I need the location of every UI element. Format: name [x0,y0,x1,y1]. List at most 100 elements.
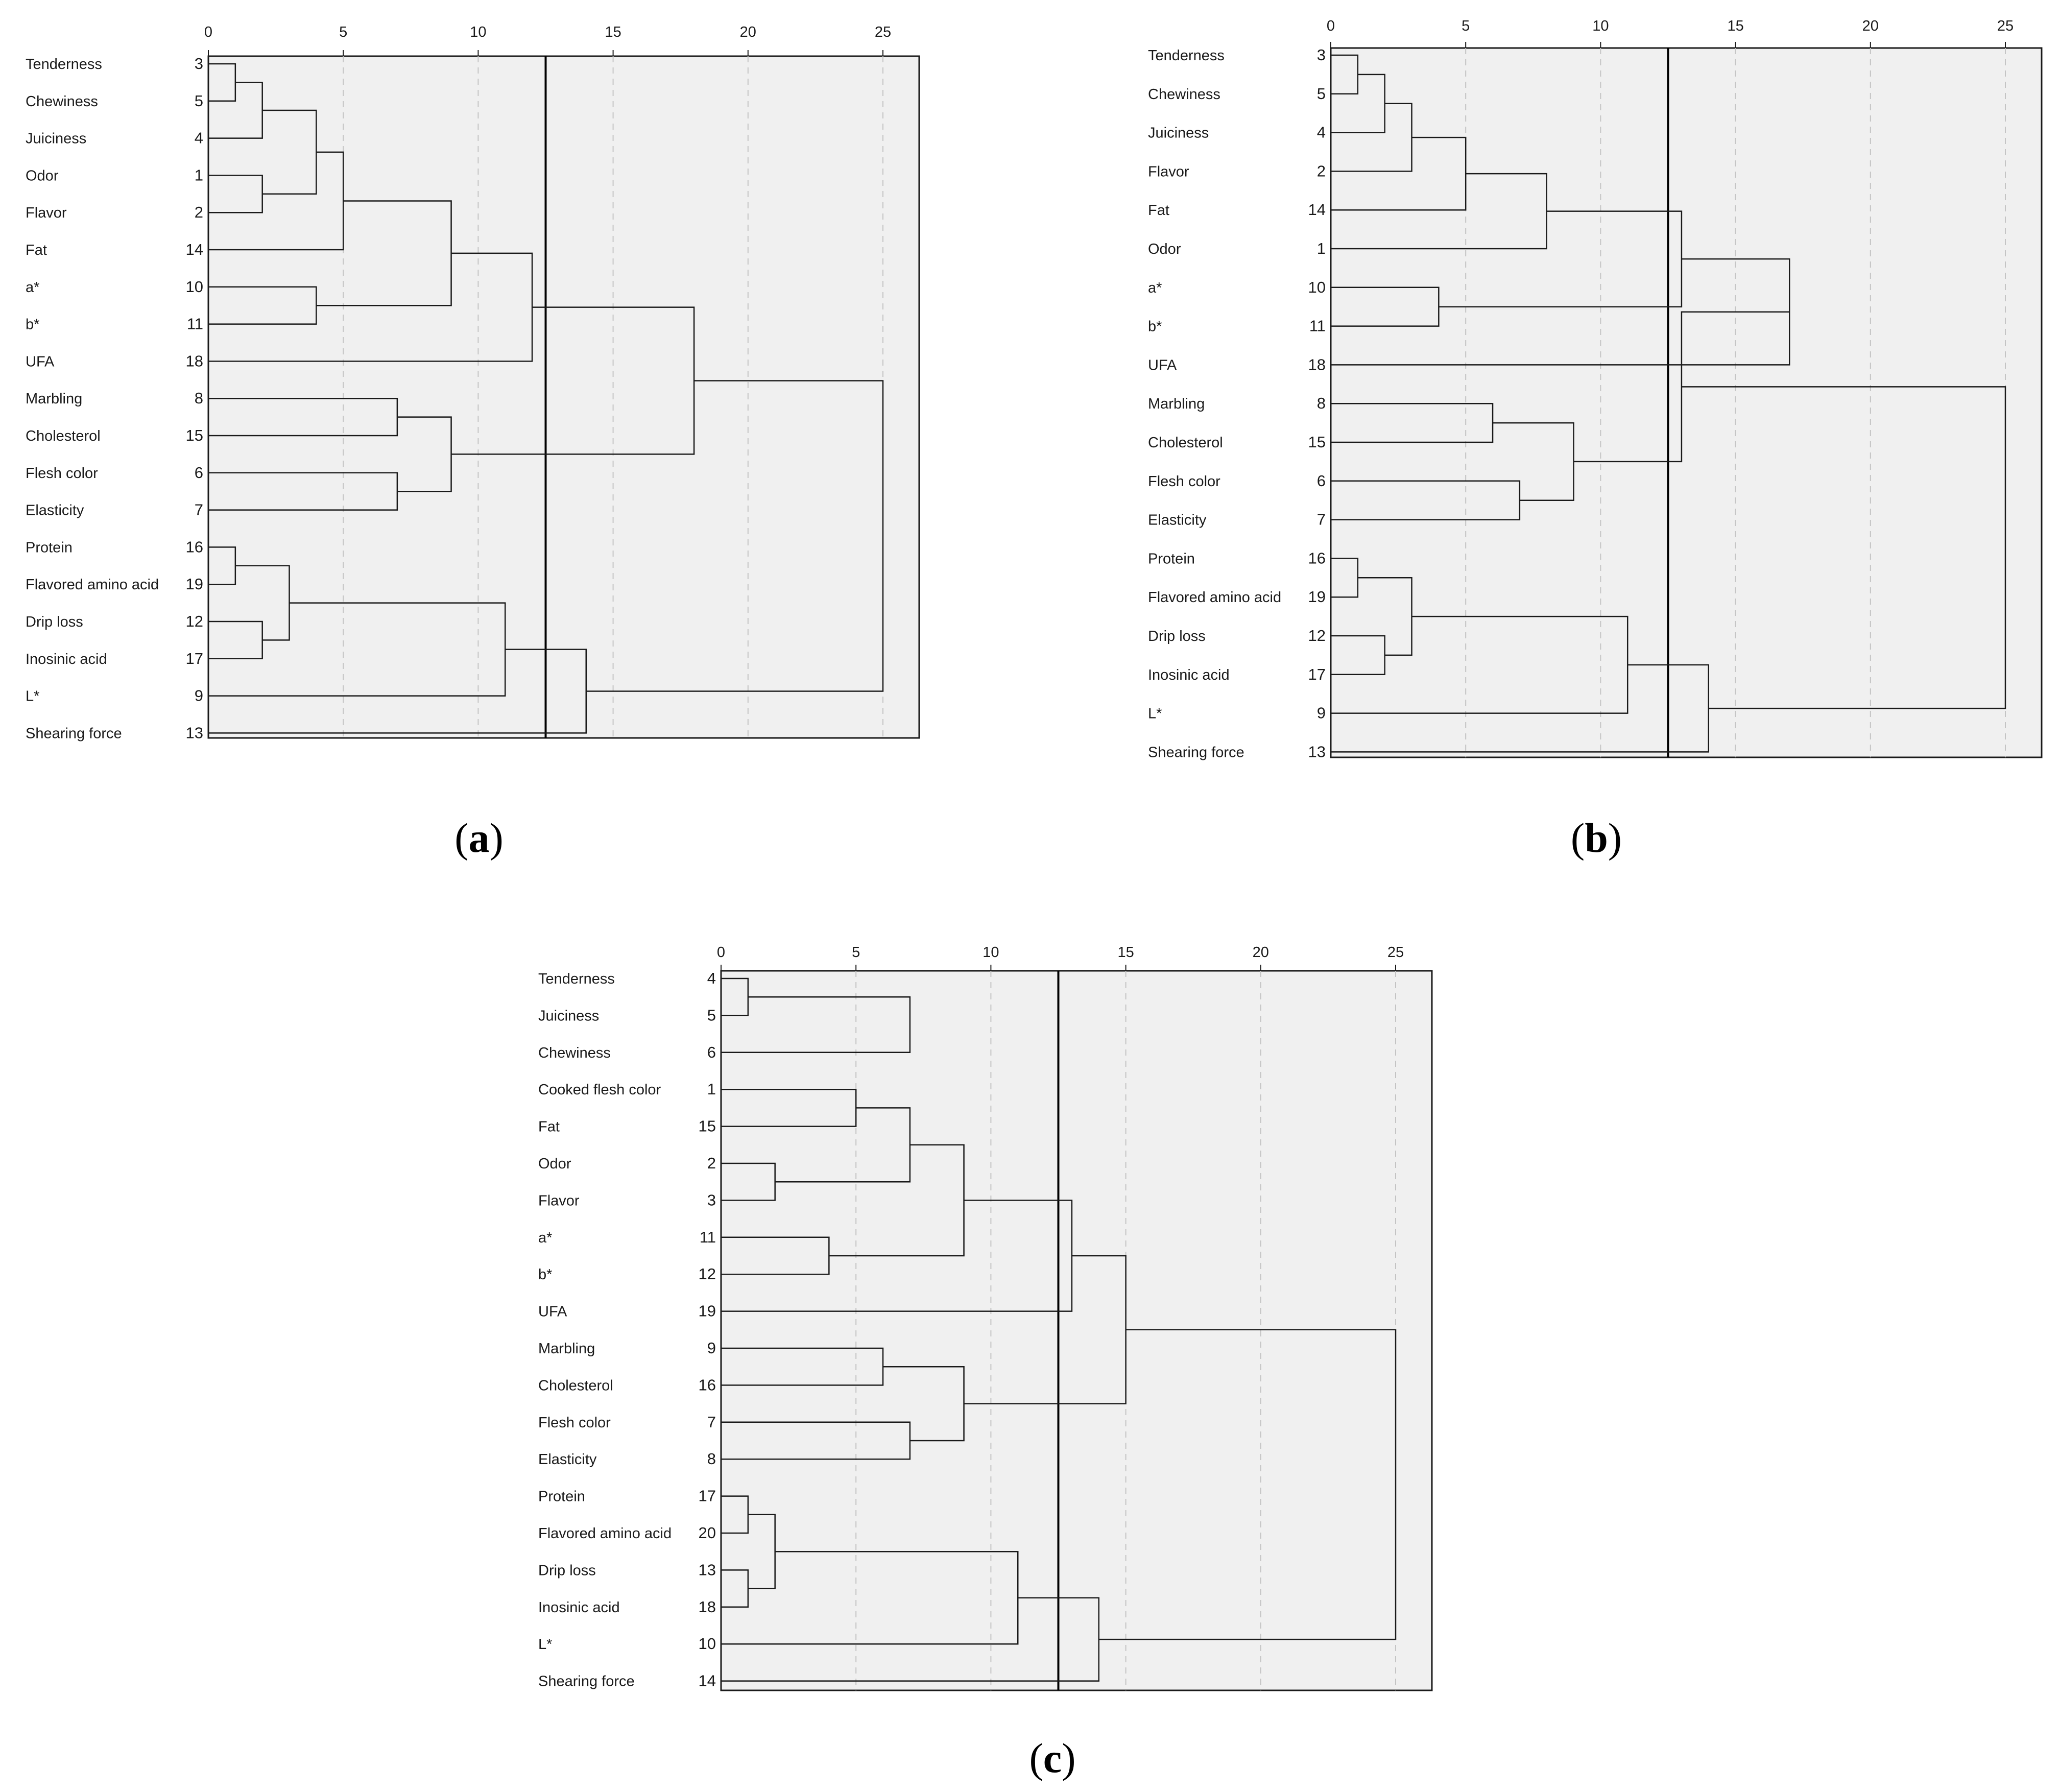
leaf-label: Juiciness [1148,125,1209,141]
leaf-label: L* [26,688,39,705]
leaf-id: 1 [195,166,203,184]
leaf-label: Fat [1148,202,1169,219]
leaf-label: Cooked flesh color [538,1082,661,1098]
leaf-label: b* [1148,319,1162,335]
leaf-id: 15 [1308,433,1326,451]
leaf-label: Fat [538,1119,560,1135]
dendrogram-link [721,996,911,1054]
x-tick-label: 20 [1253,944,1269,961]
leaf-id: 13 [699,1561,716,1579]
x-tick-label: 15 [605,24,621,40]
leaf-label: Chewiness [538,1045,611,1061]
leaf-label: Fat [26,242,47,258]
leaf-id: 19 [186,575,203,593]
leaf-id: 16 [186,538,203,556]
leaf-label: Protein [1148,551,1195,567]
leaf-label: b* [538,1267,552,1283]
leaf-id: 14 [186,241,203,258]
leaf-label: UFA [26,353,55,370]
leaf-id: 6 [1317,472,1326,490]
plot-frame [1330,47,2043,758]
leaf-label: Tenderness [26,56,102,73]
plot-frame [720,970,1433,1691]
leaf-id: 15 [186,426,203,444]
leaf-label: Flavored amino acid [1148,589,1281,606]
leaf-label: Protein [538,1489,585,1505]
leaf-id: 12 [186,612,203,630]
leaf-id: 18 [186,352,203,370]
leaf-id: 11 [1309,317,1326,335]
leaf-id: 1 [1317,240,1326,257]
leaf-label: Shearing force [1148,744,1244,760]
leaf-label: Tenderness [538,971,615,987]
leaf-id: 17 [186,650,203,667]
leaf-label: Inosinic acid [26,651,107,667]
leaf-label: Inosinic acid [538,1599,620,1616]
leaf-id: 5 [707,1006,716,1024]
leaf-id: 6 [195,464,203,482]
x-tick-label: 5 [852,944,860,961]
x-tick-label: 5 [1462,18,1470,34]
leaf-id: 12 [1308,627,1326,644]
leaf-label: Flavor [1148,163,1189,180]
x-tick-label: 25 [1387,944,1404,961]
x-tick-label: 0 [717,944,725,961]
x-tick-label: 10 [983,944,999,961]
leaf-label: Chewiness [26,93,98,110]
plot-frame [207,55,920,739]
leaf-id: 4 [1317,124,1326,141]
leaf-label: Flavor [26,205,67,221]
leaf-label: Drip loss [26,614,83,630]
x-tick-label: 25 [1997,18,2014,34]
leaf-label: Flavor [538,1192,580,1209]
panel-label: (b) [1571,815,1622,861]
leaf-id: 9 [195,687,203,705]
leaf-label: Shearing force [538,1674,635,1690]
leaf-label: b* [26,317,39,333]
x-tick-label: 5 [339,24,347,40]
leaf-label: Shearing force [26,725,122,742]
leaf-id: 14 [699,1672,716,1690]
leaf-label: a* [26,279,39,296]
leaf-id: 3 [1317,46,1326,64]
leaf-id: 2 [707,1154,716,1172]
leaf-label: Chewiness [1148,86,1220,103]
leaf-label: Odor [538,1156,571,1172]
leaf-id: 16 [1308,549,1326,567]
leaf-id: 6 [707,1043,716,1061]
x-tick-label: 25 [875,24,891,40]
leaf-label: Odor [1148,241,1181,257]
leaf-id: 7 [707,1413,716,1431]
leaf-label: Marbling [26,391,82,407]
leaf-label: Flavored amino acid [26,577,159,593]
dendrogram-link [1681,386,2006,709]
leaf-id: 11 [187,315,203,333]
leaf-id: 14 [1308,201,1326,219]
leaf-label: Elasticity [1148,512,1207,529]
x-tick-label: 0 [204,24,212,40]
x-tick-label: 10 [1592,18,1609,34]
leaf-label: Cholesterol [538,1377,613,1394]
leaf-label: UFA [1148,357,1177,373]
leaf-id: 7 [1317,511,1326,529]
leaf-id: 12 [699,1265,716,1283]
leaf-id: 8 [195,389,203,407]
leaf-id: 19 [1308,588,1326,606]
leaf-id: 10 [1308,278,1326,296]
leaf-id: 4 [195,129,203,147]
leaf-id: 8 [707,1450,716,1468]
panel-label: (a) [454,815,504,861]
leaf-label: Flavored amino acid [538,1525,672,1542]
leaf-label: Elasticity [26,503,84,519]
x-tick-label: 15 [1727,18,1743,34]
x-tick-label: 20 [1862,18,1879,34]
dendrogram-link [586,380,884,692]
leaf-label: UFA [538,1304,567,1320]
leaf-label: Elasticity [538,1451,597,1468]
leaf-id: 7 [195,501,203,519]
panel-label: (c) [1029,1735,1075,1781]
leaf-id: 4 [707,969,716,987]
